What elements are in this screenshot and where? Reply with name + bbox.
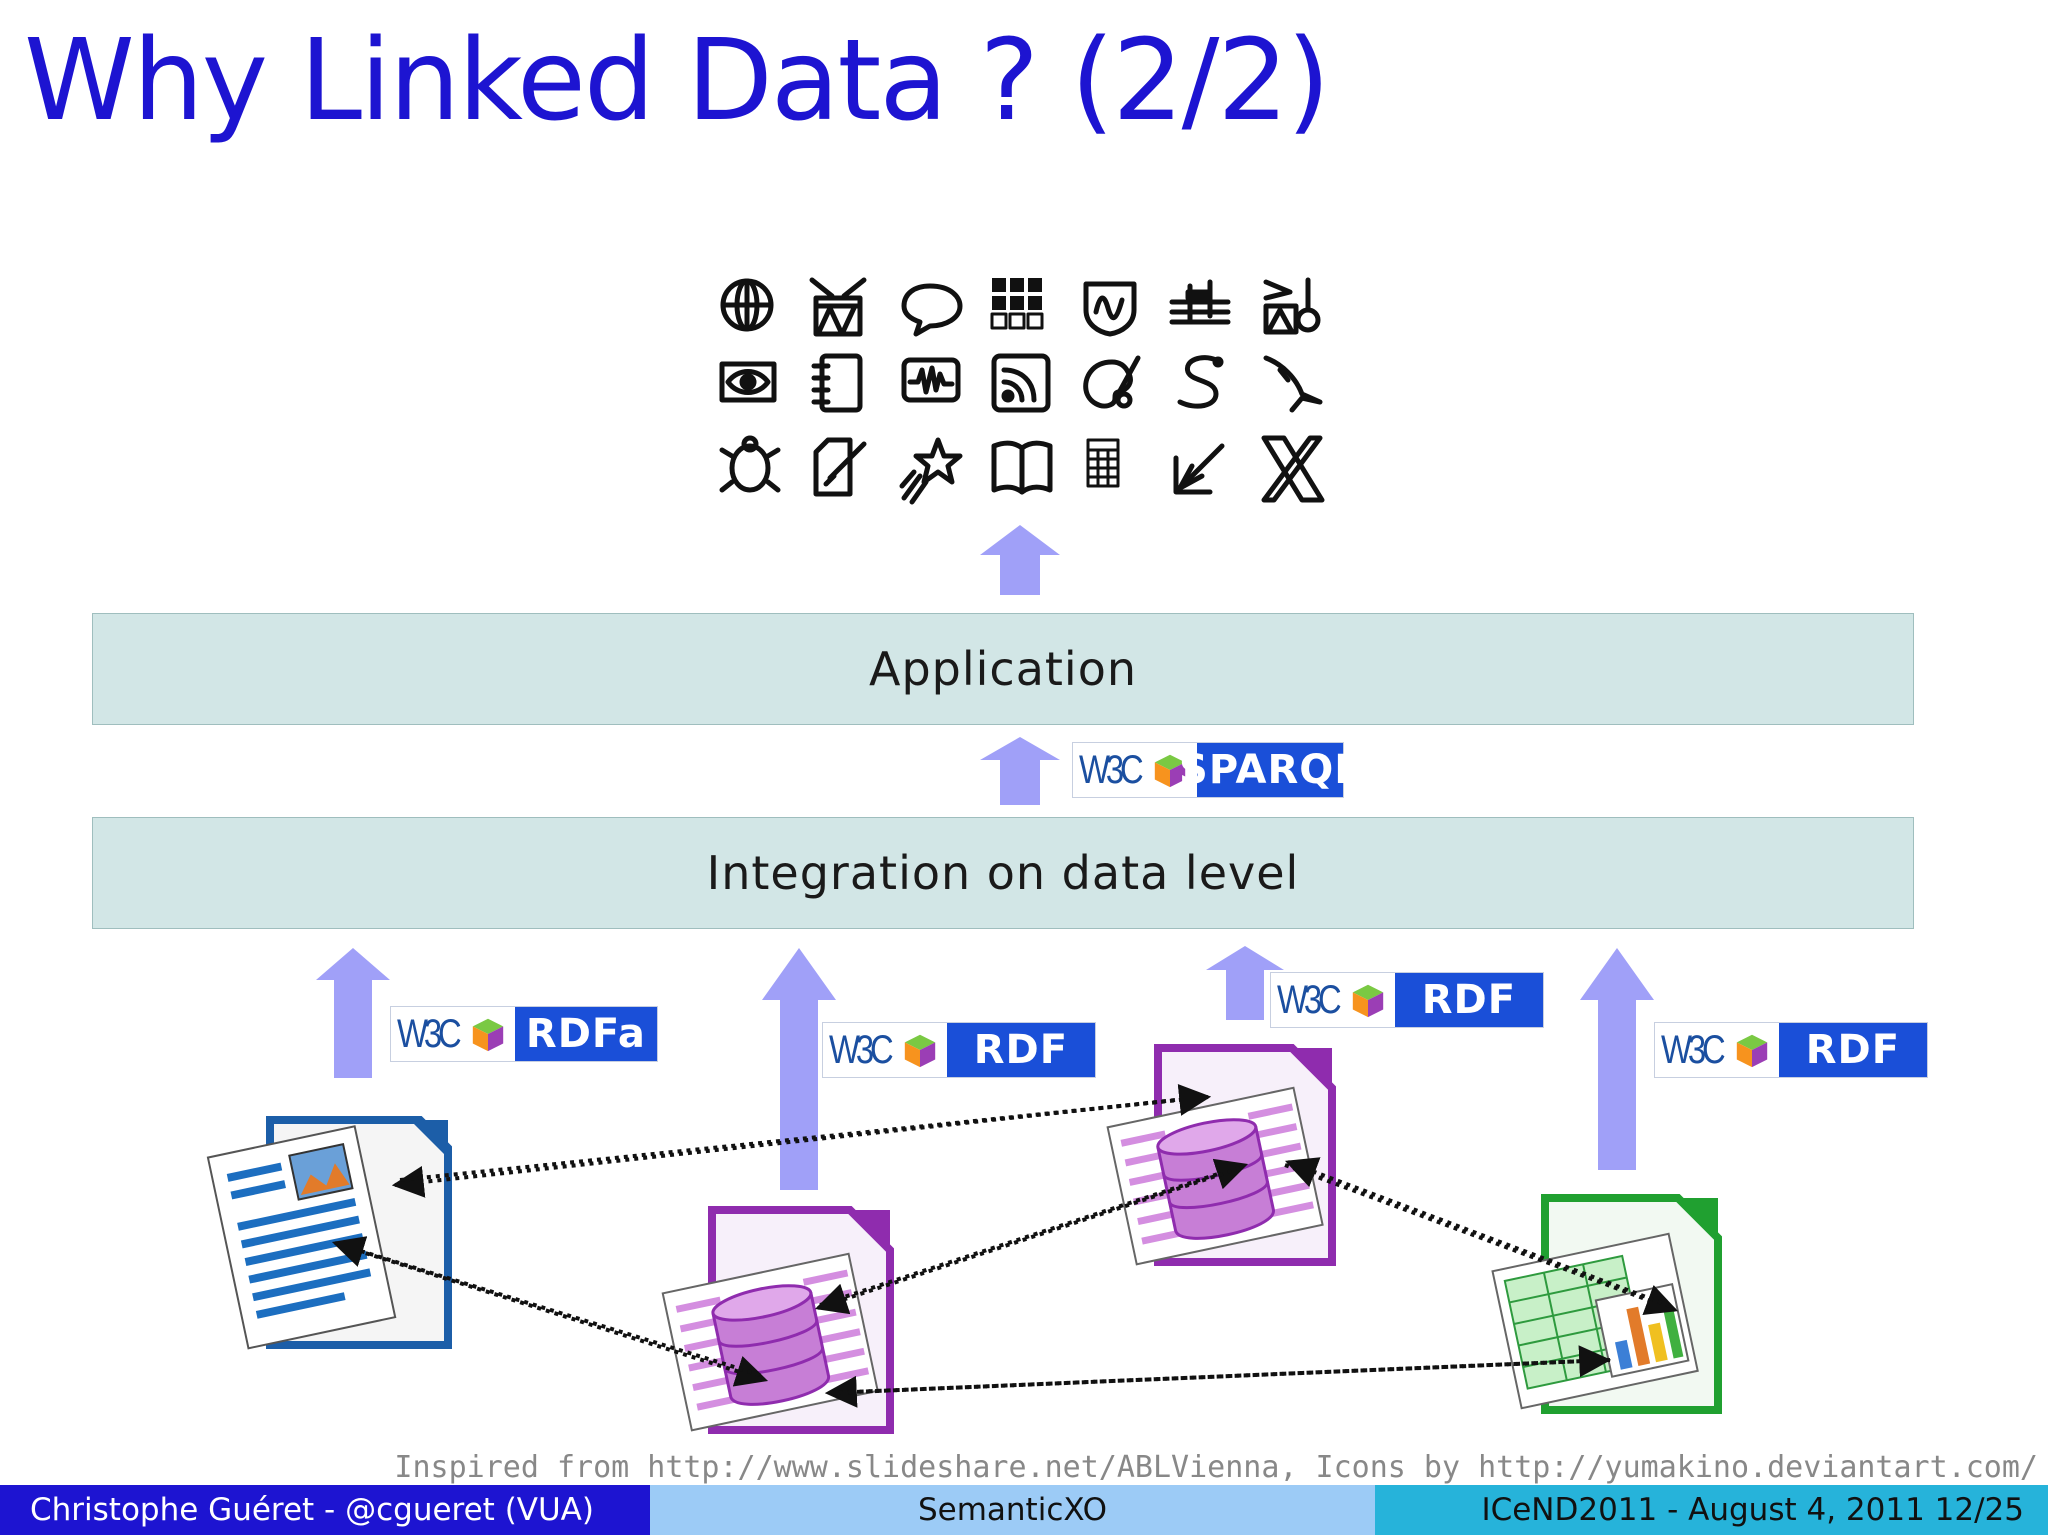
grid-icon (990, 278, 1044, 330)
up-arrow-to-icons (980, 525, 1060, 595)
rss-icon (991, 353, 1051, 413)
drum-icon (809, 277, 867, 337)
base-database-icon-2 (1106, 1044, 1336, 1266)
w3c-rdf-badge-1: W3C RDF (822, 1022, 1096, 1078)
application-layer: Application (92, 613, 1914, 725)
music-staff-icon (1169, 279, 1231, 325)
import-arrow-icon (1173, 443, 1225, 495)
image-credit: Inspired from http://www.slideshare.net/… (394, 1450, 2038, 1485)
sparql-label: SPARQL (1179, 743, 1360, 797)
speech-bubble-icon (901, 283, 963, 337)
base-database-icon-1 (661, 1206, 894, 1434)
link-calc-to-db2 (1285, 1157, 1671, 1308)
link-db2-to-calc (1284, 1163, 1678, 1315)
semantic-web-cube-icon (1736, 1034, 1768, 1068)
book-icon (991, 440, 1053, 495)
up-arrow-sparql (980, 737, 1060, 805)
rdf-label-3: RDF (1778, 1023, 1927, 1077)
footer-bar: Christophe Guéret - @cgueret (VUA) Seman… (0, 1485, 2048, 1535)
semantic-web-cube-icon (904, 1034, 936, 1068)
link-db2-to-writer (399, 1084, 1212, 1182)
x-icon (1261, 435, 1325, 503)
w3c-logo: W3C (1271, 973, 1395, 1027)
bird-icon (1263, 355, 1323, 413)
w3c-logo: W3C (823, 1023, 947, 1077)
waveform-shield-icon (1083, 281, 1137, 337)
instruments-icon (1263, 277, 1321, 335)
paint-palette-icon (1083, 355, 1141, 409)
footer-project: SemanticXO (650, 1485, 1375, 1535)
w3c-rdfa-badge: W3C RDFa (390, 1006, 658, 1062)
footer-author: Christophe Guéret - @cgueret (VUA) (0, 1485, 650, 1535)
semantic-web-cube-icon (472, 1018, 504, 1052)
semantic-web-cube-icon (1352, 984, 1384, 1018)
link-writer-to-db1 (339, 1243, 769, 1387)
w3c-logo: W3C (1655, 1023, 1779, 1077)
calc-spreadsheet-icon (1491, 1194, 1722, 1414)
w3c-rdf-badge-3: W3C RDF (1654, 1022, 1928, 1078)
link-db1-to-calc (829, 1345, 1612, 1395)
w3c-rdf-badge-2: W3C RDF (1270, 972, 1544, 1028)
calculator-icon (1086, 438, 1120, 488)
slide-title: Why Linked Data ? (2/2) (24, 16, 1330, 146)
shooting-star-icon (899, 437, 963, 505)
footer-event: ICeND2011 - August 4, 2011 12/25 (1375, 1485, 2048, 1535)
w3c-logo: W3C (1073, 743, 1197, 797)
turtle-icon (719, 435, 781, 493)
rdf-label-2: RDF (1394, 973, 1543, 1027)
snake-icon (1177, 355, 1224, 409)
rdfa-label: RDFa (514, 1007, 657, 1061)
link-db2-to-db1 (814, 1166, 1241, 1315)
eye-icon (719, 361, 777, 403)
w3c-sparql-badge: W3C SPARQL (1072, 742, 1360, 798)
writer-document-icon (206, 1116, 452, 1350)
application-icon-grid (719, 277, 1325, 505)
audio-wave-icon (901, 357, 961, 403)
link-db1-to-db2 (819, 1158, 1249, 1307)
semantic-web-cube-icon (1154, 754, 1186, 788)
globe-icon (720, 278, 774, 332)
up-arrow-rdf-3 (1580, 948, 1654, 1170)
integration-layer: Integration on data level (92, 817, 1914, 929)
rdf-label-1: RDF (946, 1023, 1095, 1077)
link-calc-to-db1 (824, 1358, 1611, 1408)
link-db1-to-writer (331, 1236, 761, 1377)
w3c-logo: W3C (391, 1007, 515, 1061)
link-writer-to-db2 (391, 1098, 1176, 1198)
edit-icon (813, 437, 867, 497)
notebook-icon (811, 353, 863, 413)
up-arrow-rdfa (316, 948, 390, 1078)
